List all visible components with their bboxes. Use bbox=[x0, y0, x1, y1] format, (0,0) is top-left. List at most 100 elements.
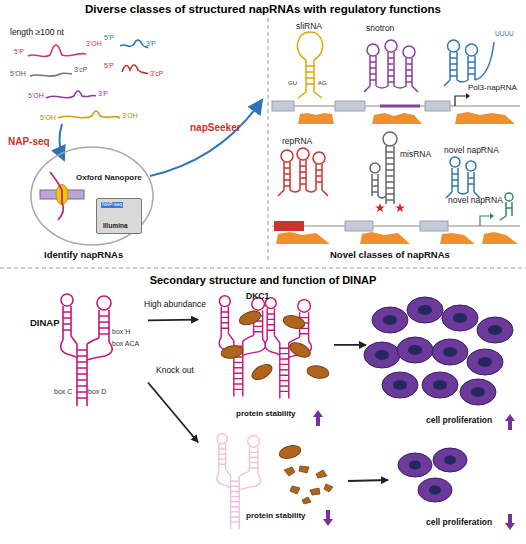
misrna-structure bbox=[370, 132, 397, 204]
node-text: cell proliferation bbox=[426, 416, 492, 425]
slirna-structure bbox=[297, 32, 322, 98]
mutation-star bbox=[375, 203, 385, 212]
degraded-protein bbox=[284, 466, 333, 504]
gene-track bbox=[440, 233, 475, 244]
degraded-protein bbox=[284, 467, 295, 476]
cell-nucleus bbox=[393, 380, 407, 390]
reduced-cells bbox=[398, 448, 467, 502]
gene-track bbox=[490, 213, 494, 219]
node-text: box D bbox=[88, 388, 106, 396]
knockout-node: protein stability bbox=[198, 430, 348, 532]
gene-track bbox=[276, 232, 330, 244]
slirna-structure bbox=[297, 32, 322, 98]
proliferating-cells bbox=[407, 297, 443, 323]
reprna-structure bbox=[300, 160, 306, 190]
flow-arrow bbox=[334, 344, 366, 346]
novel-structure bbox=[452, 168, 458, 192]
annotation-label: 5'OH bbox=[10, 70, 26, 78]
annotation-label: 3'P bbox=[98, 90, 108, 98]
dkc1-protein bbox=[220, 309, 330, 461]
annotation-label: AG bbox=[318, 80, 327, 87]
reprna-structure bbox=[316, 164, 322, 190]
cell-nucleus bbox=[488, 325, 502, 335]
cell-nucleus bbox=[375, 305, 502, 397]
novel-structure bbox=[450, 157, 460, 167]
reprna-structure bbox=[278, 148, 328, 196]
nanopore-symbol bbox=[50, 172, 63, 220]
gene-track bbox=[372, 113, 422, 124]
rna-fragments bbox=[28, 45, 86, 57]
trend-arrow bbox=[505, 514, 515, 530]
degraded-protein bbox=[290, 486, 300, 494]
novel-structure bbox=[446, 157, 480, 198]
annotation-label: 3'OH bbox=[86, 40, 102, 48]
snotron-structure bbox=[370, 56, 376, 86]
dkc1-protein bbox=[287, 340, 312, 360]
proliferating-cells bbox=[372, 307, 408, 333]
rna-fragments bbox=[28, 40, 148, 118]
dkc1-protein bbox=[220, 344, 244, 360]
trend-arrow bbox=[313, 410, 515, 530]
node-text: protein stability bbox=[236, 410, 296, 419]
snotron-structure bbox=[403, 46, 415, 58]
annotation-label: NAP-seq bbox=[8, 136, 50, 147]
gene-track bbox=[482, 232, 518, 244]
gene-track bbox=[466, 93, 470, 99]
proliferating-cells bbox=[364, 342, 400, 368]
gene-track bbox=[360, 232, 410, 244]
flow-arrow bbox=[148, 319, 198, 322]
proliferating-cells bbox=[422, 372, 458, 398]
cell-nucleus bbox=[443, 347, 457, 357]
node-text: box C bbox=[54, 388, 72, 396]
proliferating-cells bbox=[432, 339, 468, 365]
cell-nucleus bbox=[383, 315, 397, 325]
novel-structure bbox=[466, 161, 476, 171]
section-title: Secondary structure and function of DINA… bbox=[0, 274, 526, 286]
cell-nucleus bbox=[375, 350, 389, 360]
method-circle: Oxford NanoporeNAP-seqIllumina bbox=[30, 146, 154, 246]
rna-fragments bbox=[58, 111, 120, 118]
proliferating-cells bbox=[460, 379, 496, 405]
gene-track bbox=[380, 105, 420, 108]
gene-track bbox=[272, 101, 294, 111]
dkc1-protein bbox=[282, 313, 306, 330]
complex-node: DKC1 protein stability bbox=[198, 286, 334, 426]
annotation-label: length ≥100 nt bbox=[10, 28, 64, 37]
trend-arrow bbox=[505, 414, 515, 430]
annotation-label: napSeeker bbox=[190, 122, 241, 133]
reduced-cells bbox=[433, 448, 467, 472]
node-text: DKC1 bbox=[246, 292, 269, 301]
reprna-structure bbox=[284, 162, 290, 190]
gene-track bbox=[455, 112, 515, 124]
trend-arrow bbox=[323, 510, 333, 526]
node-text: Illumina bbox=[103, 222, 128, 229]
gene-track bbox=[274, 221, 304, 231]
cells-node: cell proliferation bbox=[366, 296, 522, 432]
node-text: NAP-seq bbox=[101, 202, 123, 208]
flow-arrow bbox=[59, 100, 262, 176]
sequencer-box: NAP-seqIllumina bbox=[96, 198, 142, 234]
node-text: DINAP bbox=[30, 318, 60, 328]
cells-node: cell proliferation bbox=[388, 444, 522, 534]
snotron-structure bbox=[406, 58, 412, 86]
degraded-protein bbox=[324, 484, 333, 492]
cell-nucleus bbox=[433, 380, 447, 390]
cell-nucleus bbox=[471, 387, 485, 397]
gene-track bbox=[272, 106, 520, 107]
gene-track bbox=[480, 216, 490, 226]
proliferating-cells bbox=[477, 317, 513, 343]
reprna-structure bbox=[281, 150, 293, 162]
annotation-label: sliRNA bbox=[296, 22, 322, 31]
annotation-label: Identify napRNAs bbox=[44, 250, 123, 260]
cell-nucleus bbox=[478, 357, 492, 367]
reduced-cells bbox=[444, 456, 456, 465]
node-text: Oxford Nanopore bbox=[76, 174, 142, 183]
proliferating-cells bbox=[382, 372, 418, 398]
misrna-structure bbox=[383, 132, 397, 146]
figure-title: Diverse classes of structured napRNAs wi… bbox=[0, 3, 526, 16]
annotation-label: 3'P bbox=[146, 40, 156, 48]
annotation-label: novel napRNA bbox=[448, 196, 503, 205]
reprna-structure bbox=[313, 152, 325, 164]
snotron-structure bbox=[388, 52, 394, 86]
